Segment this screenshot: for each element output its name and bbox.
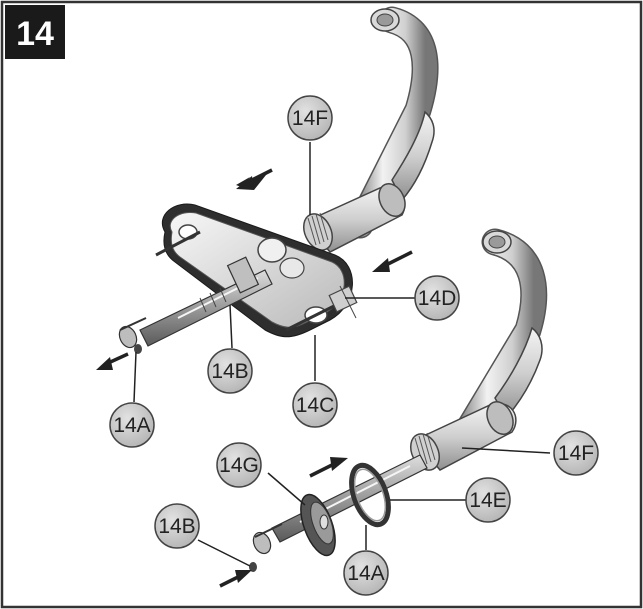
mounting-bolts	[155, 230, 358, 332]
callout-label: 14B	[211, 360, 248, 383]
callout-circle	[207, 348, 253, 394]
callout-layer: 14F 14D 14B 14C 14A 14G 14F 14E 14A 14B	[109, 95, 599, 596]
callout-label: 14F	[558, 442, 594, 465]
valve-end-cap-lower	[486, 401, 514, 435]
upper-assembly	[96, 6, 439, 370]
set-screw	[118, 317, 147, 354]
callout-label: 14E	[469, 489, 506, 512]
callout-circle	[287, 95, 333, 141]
callout-circle	[216, 442, 262, 488]
valve-end-cap	[378, 183, 406, 217]
callout-label: 14F	[292, 107, 328, 130]
callout-circle	[414, 275, 460, 321]
small-washer	[249, 562, 257, 572]
callout-14e: 14E	[465, 477, 511, 523]
callout-label: 14A	[113, 414, 150, 437]
callout-label: 14A	[347, 562, 384, 585]
callout-label: 14G	[219, 454, 259, 477]
callout-circle	[465, 477, 511, 523]
callout-14a: 14A	[109, 402, 155, 448]
callout-circle	[553, 430, 599, 476]
callout-circle	[109, 402, 155, 448]
spout-pipe	[348, 8, 438, 237]
callout-label: 14C	[296, 394, 335, 417]
lever-handle-lower	[494, 326, 543, 420]
lever-handle	[391, 110, 435, 202]
callout-14b: 14B	[154, 503, 200, 549]
callout-circle	[292, 382, 338, 428]
step-number: 14	[16, 15, 54, 53]
lower-assembly	[219, 228, 548, 588]
escutcheon-disc	[300, 493, 336, 557]
step-badge: 14	[5, 5, 65, 59]
callout-14g: 14G	[216, 442, 262, 488]
direction-arrows-upper	[96, 168, 413, 370]
gasket-plate	[161, 203, 353, 338]
callout-14d: 14D	[414, 275, 460, 321]
spout-end-lower	[482, 230, 512, 254]
extension-rod	[139, 256, 273, 347]
callout-14c: 14C	[292, 382, 338, 428]
callout-14a: 14A	[343, 550, 389, 596]
callout-14b: 14B	[207, 348, 253, 394]
direction-arrows-lower	[219, 457, 348, 588]
spout-end	[370, 8, 400, 32]
o-ring	[349, 462, 391, 528]
callout-14f: 14F	[287, 95, 333, 141]
callout-circle	[343, 550, 389, 596]
callout-label: 14D	[418, 287, 457, 310]
callout-14f: 14F	[553, 430, 599, 476]
collar-threads	[307, 212, 329, 246]
callout-circle	[154, 503, 200, 549]
callout-label: 14B	[158, 515, 195, 538]
set-screw-lower	[249, 523, 283, 572]
leader-lines	[133, 142, 551, 567]
